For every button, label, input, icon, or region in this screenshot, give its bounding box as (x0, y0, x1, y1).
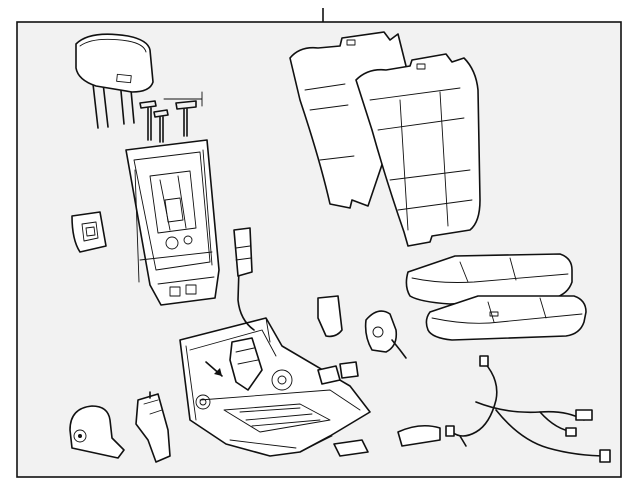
seat-motor (205, 337, 263, 391)
side-shield (69, 391, 171, 463)
seat-cushion-pad (405, 253, 573, 305)
recliner-handle (317, 295, 407, 359)
headrest (75, 33, 154, 129)
seat-back-cover (355, 53, 481, 247)
trim-piece (333, 424, 441, 457)
seat-cushion-cover (425, 295, 587, 341)
side-bracket (71, 211, 107, 253)
seat-frame (179, 227, 371, 457)
wiring-harness (445, 355, 611, 463)
headrest-guide (139, 91, 203, 143)
seat-back-frame (125, 139, 220, 306)
